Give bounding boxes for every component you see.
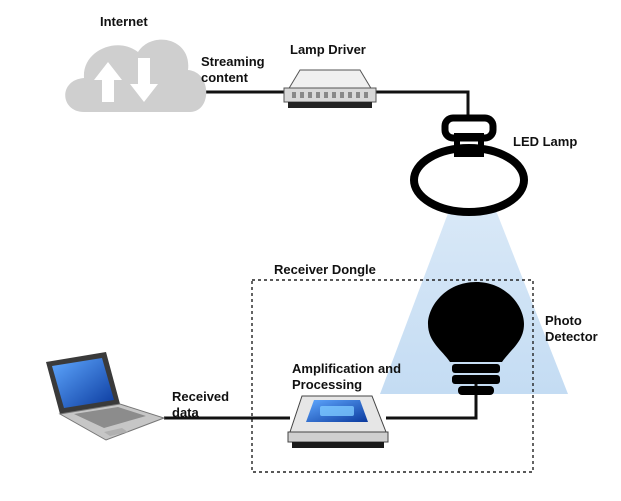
led-lamp-label: LED Lamp <box>513 134 578 149</box>
receiver-dongle-boundary <box>251 279 534 473</box>
photo-detector-label-line1: Photo <box>545 313 582 328</box>
photo-detector-icon <box>428 282 524 395</box>
laptop-icon <box>46 352 166 441</box>
amplifier-icon <box>287 395 389 448</box>
photo-detector-label-line2: Detector <box>545 329 598 344</box>
led-lamp-icon <box>410 114 528 216</box>
lamp-driver-label: Lamp Driver <box>290 42 366 57</box>
amplification-label-line1: Amplification and <box>292 361 402 376</box>
received-data-label-line2: data <box>172 405 199 420</box>
received-data-label-line1: Received <box>172 389 230 404</box>
internet-label: Internet <box>100 14 148 29</box>
amplification-label-line2: Processing <box>292 377 363 392</box>
wire-driver-to-lamp <box>376 90 470 120</box>
cloud-icon <box>65 39 207 112</box>
receiver-dongle-label: Receiver Dongle <box>274 262 376 277</box>
streaming-content-label-line1: Streaming <box>201 54 265 69</box>
streaming-content-label-line2: content <box>201 70 248 85</box>
lamp-driver-icon <box>283 69 377 108</box>
